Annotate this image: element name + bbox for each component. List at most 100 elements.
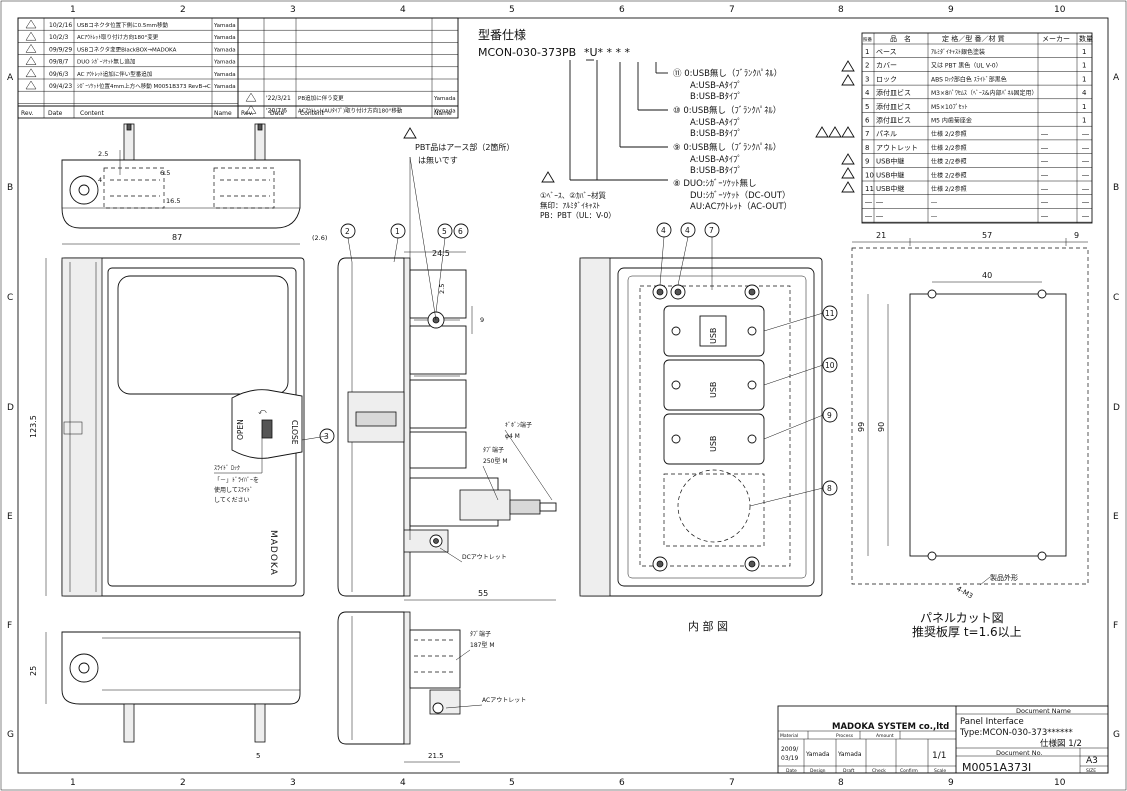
parts-cell: 添付皿ビス [876,102,911,111]
parts-cell: 添付皿ビス [876,116,911,125]
rev-name: Yamada [433,108,456,114]
svg-text:3: 3 [290,5,296,15]
svg-text:8: 8 [827,484,832,493]
svg-text:Yamada: Yamada [805,751,830,758]
svg-text:φ4 M: φ4 M [505,433,520,440]
rev-content: USBコネクタ位置下側に0.5mm移動 [77,21,169,29]
parts-cell: 7 [865,130,869,138]
rev-content: USBコネクタ変更BlackBOX→MADOKA [77,45,177,53]
front-view: OPEN CLOSE ⤺ MADOKA ｽﾗｲﾄﾞ ﾛｯｸ 「－」ﾄﾞﾗｲﾊﾞｰ… [29,257,305,597]
svg-text:7: 7 [709,226,714,235]
parts-cell: M3×8ﾊﾟﾜｾﾑｽ（ﾍﾞｰｽ&内部ﾊﾟﾈﾙ固定用） [931,89,1038,97]
svg-text:USB: USB [709,436,718,452]
svg-text:PBT品はアース部（2箇所）: PBT品はアース部（2箇所） [415,142,514,152]
parts-cell: ABS ﾛｯｸ部白色 ｽﾗｲﾄﾞ部黒色 [931,75,1007,83]
usb-module-9: USB [663,413,765,465]
svg-text:A: A [1113,73,1120,83]
svg-text:2: 2 [345,227,350,236]
svg-text:(2.6): (2.6) [312,234,327,242]
rev-triangle [25,31,37,41]
rev-triangle [25,56,37,65]
parts-cell: ― [865,199,872,207]
svg-text:G: G [7,730,14,740]
svg-text:16.5: 16.5 [166,197,180,205]
svg-text:SIZE: SIZE [1086,768,1096,774]
svg-text:4: 4 [685,226,690,235]
svg-text:①ﾍﾞｰｽ、②ｶﾊﾞｰ材質: ①ﾍﾞｰｽ、②ｶﾊﾞｰ材質 [540,190,606,200]
svg-text:USB: USB [709,328,718,344]
side-view: 24.5 2.5 9 55 ｷﾞﾎﾞﾝ端子 φ4 M ﾀﾌﾞ端子 250型 M … [337,142,557,601]
parts-cell: 9 [865,158,869,166]
parts-cell: 6 [865,117,870,125]
title-block: MADOKA SYSTEM co.,ltd Material Process A… [777,705,1109,774]
svg-text:4: 4 [98,176,102,184]
rev-content: ACｱｳﾄﾚｯﾄ取り付け方向180°変更 [77,33,159,41]
rev-name: Yamada [213,84,236,90]
parts-cell: 11 [865,185,874,193]
top-view: 2.5 4 6.5 16.5 87 (2.6) [61,123,327,245]
svg-text:2009/: 2009/ [781,746,799,753]
svg-text:⑪ 0:USB無し（ﾌﾞﾗﾝｸﾊﾟﾈﾙ）: ⑪ 0:USB無し（ﾌﾞﾗﾝｸﾊﾟﾈﾙ） [673,68,782,79]
usb-module-10: USB [663,359,765,411]
svg-text:11: 11 [825,309,835,318]
parts-cell: 又は PBT 黒色（UL V-0） [931,62,1002,70]
rev-name: Yamada [213,23,236,29]
svg-text:G: G [1113,730,1120,740]
parts-cell: ― [1082,144,1089,152]
svg-text:Rev.: Rev. [21,110,34,117]
svg-text:仕様図 1/2: 仕様図 1/2 [1040,738,1082,749]
rev-content: ACｱｳﾄﾚｯﾄ(AUﾀｲﾌﾟ)取り付け方向180°移動 [298,106,403,114]
svg-text:Panel Interface: Panel Interface [960,717,1024,727]
svg-text:9: 9 [1074,231,1079,240]
svg-text:ｷﾞﾎﾞﾝ端子: ｷﾞﾎﾞﾝ端子 [505,421,532,429]
parts-cell: 仕様 2/2参照 [931,144,967,152]
svg-text:7: 7 [729,5,735,15]
svg-text:2.5: 2.5 [98,150,108,158]
parts-cell: 8 [865,144,869,152]
parts-cell: カバー [876,62,897,70]
svg-text:F: F [7,621,12,631]
svg-text:5: 5 [256,752,260,760]
svg-text:5: 5 [509,778,515,788]
svg-text:ｽﾗｲﾄﾞ ﾛｯｸ: ｽﾗｲﾄﾞ ﾛｯｸ [214,465,240,472]
rev-name: Yamada [213,35,236,41]
svg-text:10: 10 [1054,778,1066,788]
svg-text:Check: Check [872,768,886,774]
svg-text:Rev.: Rev. [241,110,254,117]
parts-cell: 1 [1082,103,1086,111]
svg-text:Content: Content [80,110,105,117]
rev-date: 09/8/7 [49,59,68,66]
parts-cell: 2 [865,62,869,70]
parts-cell: 3 [865,75,869,83]
svg-text:1: 1 [395,227,400,236]
svg-text:Name: Name [214,110,232,117]
grid-labels: 1 2 3 4 5 6 7 8 9 10 1 2 3 4 5 6 7 8 9 1… [7,5,1120,788]
parts-header: 照番 [863,36,872,43]
parts-cell: 仕様 2/2参照 [931,130,967,138]
svg-text:C: C [1113,293,1119,303]
usb-module-11: USB [663,305,765,357]
parts-cell: ― [931,213,937,220]
svg-text:1/1: 1/1 [932,751,946,761]
parts-cell: ― [1041,130,1048,138]
model-spec: 型番仕様 MCON-030-373PB *U* * * * ⑪ 0:USB無し（… [478,28,792,220]
svg-text:187型 M: 187型 M [470,641,495,649]
svg-text:Design: Design [810,768,826,774]
svg-text:*U* * * *: *U* * * * [584,46,631,59]
svg-text:21.5: 21.5 [428,752,444,760]
svg-text:B: B [1113,183,1119,193]
svg-text:9: 9 [827,411,832,420]
parts-cell: 1 [1082,75,1086,83]
svg-text:使用してｽﾗｲﾄﾞ: 使用してｽﾗｲﾄﾞ [214,486,253,494]
svg-text:Draft: Draft [843,768,855,774]
svg-text:D: D [7,403,14,413]
svg-text:パネルカット図: パネルカット図 [920,611,1004,625]
parts-cell: 4 [865,89,870,97]
svg-text:MADOKA: MADOKA [268,530,278,576]
svg-text:2: 2 [180,5,186,15]
svg-text:B:USB-Bﾀｲﾌﾟ: B:USB-Bﾀｲﾌﾟ [690,129,742,139]
svg-text:F: F [1113,621,1118,631]
svg-text:Date: Date [786,768,797,774]
